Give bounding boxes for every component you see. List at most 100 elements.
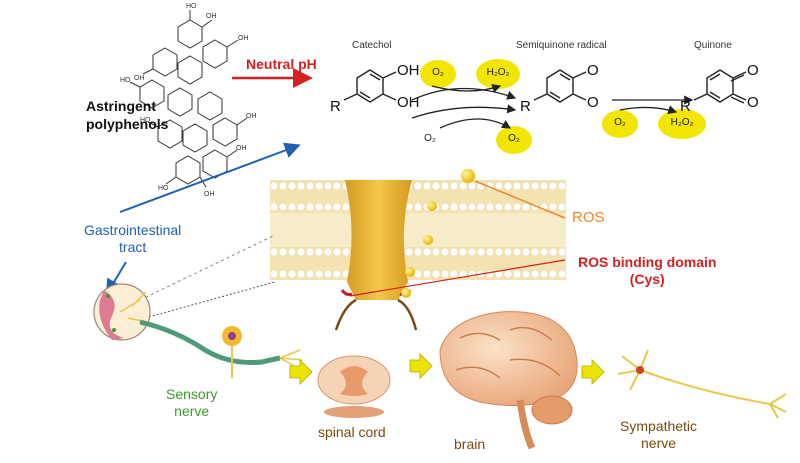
- lipid-head: [296, 247, 306, 257]
- catechol-structure: [343, 69, 397, 103]
- lipid-head: [530, 247, 540, 257]
- sympathetic-nerve-line1: Sympathetic: [620, 418, 698, 434]
- lipid-head: [287, 247, 297, 257]
- lipid-head: [467, 202, 477, 212]
- lipid-head: [314, 269, 324, 279]
- lipid-head: [269, 181, 279, 191]
- gi-tract-line1: Gastrointestinal: [84, 222, 182, 238]
- lipid-head: [548, 181, 558, 191]
- lipid-head: [512, 181, 522, 191]
- lipid-head: [467, 247, 477, 257]
- zoom-line-top: [139, 234, 276, 301]
- lipid-head: [503, 181, 513, 191]
- lipid-head: [332, 269, 342, 279]
- svg-text:OH: OH: [238, 35, 249, 42]
- gi-tract-circle: [93, 283, 151, 341]
- lipid-head: [476, 247, 486, 257]
- quinone-o-bottom: O: [747, 94, 759, 111]
- lipid-head: [494, 181, 504, 191]
- spinal-cord: [317, 355, 391, 418]
- lipid-head: [305, 247, 315, 257]
- lipid-head: [458, 247, 468, 257]
- polyphenol-label: Astringent polyphenols: [86, 97, 168, 133]
- semiquinone-r: R: [520, 98, 531, 115]
- lipid-head: [323, 247, 333, 257]
- lipid-head: [422, 181, 432, 191]
- semiquinone-label: Semiquinone radical: [516, 40, 607, 51]
- lipid-head: [332, 181, 342, 191]
- lipid-head: [305, 181, 315, 191]
- lipid-head: [530, 181, 540, 191]
- zoom-line-bottom: [144, 281, 276, 319]
- lipid-head: [512, 269, 522, 279]
- lipid-head: [431, 269, 441, 279]
- svg-text:HO: HO: [186, 3, 197, 10]
- sympathetic-neuron: [617, 349, 787, 419]
- neutral-ph-label: Neutral pH: [246, 56, 317, 72]
- lipid-head: [305, 269, 315, 279]
- catechol-label: Catechol: [352, 40, 392, 51]
- svg-text:OH: OH: [204, 191, 215, 198]
- lipid-head: [449, 202, 459, 212]
- sensory-nerve-line1: Sensory: [166, 386, 218, 402]
- lipid-head: [314, 181, 324, 191]
- binding-leader-line: [349, 259, 566, 297]
- brain: [439, 311, 578, 450]
- lipid-head: [521, 202, 531, 212]
- lipid-head: [287, 181, 297, 191]
- lipid-head: [494, 247, 504, 257]
- sympathetic-nerve-line2: nerve: [641, 435, 677, 451]
- semiquinone-structure: [533, 69, 587, 103]
- semiquinone-o-bottom: O: [587, 94, 599, 111]
- lipid-head: [413, 247, 423, 257]
- svg-text:OH: OH: [246, 113, 257, 120]
- lipid-head: [269, 202, 279, 212]
- quinone-o-top: O: [747, 62, 759, 79]
- lipid-head: [557, 247, 567, 257]
- polyphenol-structure: [129, 10, 248, 188]
- lipid-head: [287, 269, 297, 279]
- lipid-head: [557, 181, 567, 191]
- lipid-head: [431, 181, 441, 191]
- svg-text:OH: OH: [134, 75, 145, 82]
- lipid-head: [341, 202, 351, 212]
- sensory-nerve: [139, 319, 281, 365]
- lipid-head: [323, 181, 333, 191]
- lipid-head: [332, 247, 342, 257]
- lipid-head: [440, 202, 450, 212]
- o2-right-text: O₂: [614, 117, 626, 128]
- svg-text:HO: HO: [140, 117, 151, 124]
- ros-molecules: [401, 169, 475, 298]
- lipid-head: [440, 269, 450, 279]
- ros-leader-line: [474, 180, 566, 219]
- lipid-head: [548, 269, 558, 279]
- lipid-head: [440, 247, 450, 257]
- lipid-head: [287, 202, 297, 212]
- sympathetic-nerve-label: Sympathetic nerve: [620, 418, 697, 452]
- lipid-head: [476, 202, 486, 212]
- lipid-head: [278, 269, 288, 279]
- lipid-head: [305, 202, 315, 212]
- lipid-head: [278, 202, 288, 212]
- lipid-head: [449, 247, 459, 257]
- lipid-head: [269, 247, 279, 257]
- lipid-head: [548, 247, 558, 257]
- o2-in-text: O₂: [432, 67, 444, 78]
- ion-channel: [345, 180, 412, 300]
- h2o2-right-text: H₂O₂: [670, 117, 694, 128]
- lipid-head: [503, 202, 513, 212]
- lipid-head: [530, 269, 540, 279]
- h2o2-top-text: H₂O₂: [486, 67, 510, 78]
- quinone-r: R: [680, 98, 691, 115]
- sensory-nerve-label: Sensory nerve: [166, 386, 217, 420]
- ros-binding-label: ROS binding domain (Cys): [578, 254, 716, 288]
- oxygen-circles: [420, 59, 706, 154]
- polyphenol-label-line1: Astringent: [86, 98, 156, 114]
- lipid-head: [503, 269, 513, 279]
- spinal-cord-label: spinal cord: [318, 424, 386, 440]
- ros-binding-line1: ROS binding domain: [578, 254, 717, 270]
- polyphenol-label-line2: polyphenols: [86, 116, 169, 132]
- ros-binding-line2: (Cys): [629, 271, 665, 287]
- lipid-head: [314, 202, 324, 212]
- lipid-head: [485, 202, 495, 212]
